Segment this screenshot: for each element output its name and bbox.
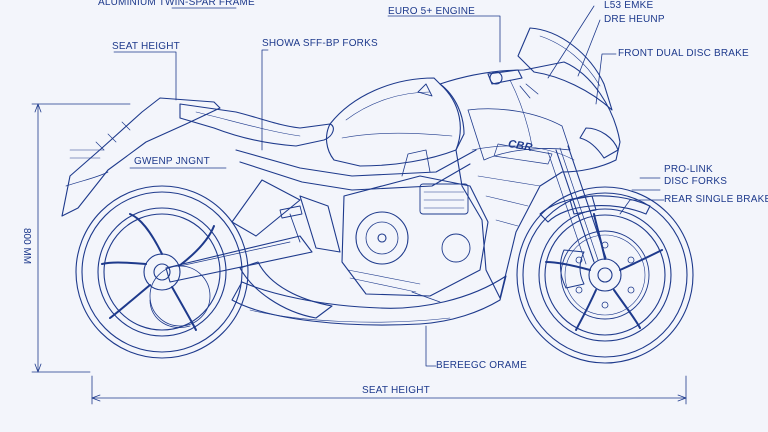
callout-rear-link-2: DISC FORKS [664, 176, 728, 187]
callout-rear-brake: REAR SINGLE BRAKE [664, 194, 768, 205]
callout-top-right-1: L53 EMKE [604, 0, 654, 11]
front-forks [547, 145, 607, 265]
callout-forks: SHOWA SFF-BP FORKS [262, 38, 378, 49]
handlebar [487, 69, 539, 99]
callout-front-brake: FRONT DUAL DISC BRAKE [618, 48, 749, 59]
callout-engine: EURO 5+ ENGINE [388, 6, 475, 17]
twin-spar-frame [231, 149, 477, 253]
overall-height-dimension [31, 103, 131, 373]
exhaust [239, 261, 333, 319]
callout-seat-height-top: SEAT HEIGHT [112, 41, 180, 52]
front-fairing [439, 61, 621, 299]
callout-leaders [113, 5, 665, 367]
swingarm [165, 235, 313, 283]
callout-seat-height-bottom: SEAT HEIGHT [362, 385, 430, 396]
callout-bottom-frame: BEREEGC ORAME [436, 360, 527, 371]
lower-fairing [231, 275, 507, 326]
callout-top-right-2: DRE HEUNP [604, 14, 665, 25]
callout-rear-link-1: PRO-LINK [664, 164, 713, 175]
footpeg [279, 205, 303, 243]
rear-tail [61, 97, 221, 217]
callout-side-label: GWENP JNGNT [134, 156, 210, 167]
front-fender [539, 195, 651, 223]
headlight [579, 127, 619, 159]
front-wheel [516, 186, 694, 364]
seat-height-dimension [91, 375, 687, 405]
callout-frame: ALUMINIUM TWIN-SPAR FRAME [98, 0, 255, 8]
seat [179, 103, 334, 147]
windscreen [517, 27, 613, 111]
engine [341, 149, 489, 297]
rear-wheel [75, 185, 249, 359]
overall-height-label: 800 MM [21, 228, 32, 265]
fuel-tank [325, 77, 465, 167]
